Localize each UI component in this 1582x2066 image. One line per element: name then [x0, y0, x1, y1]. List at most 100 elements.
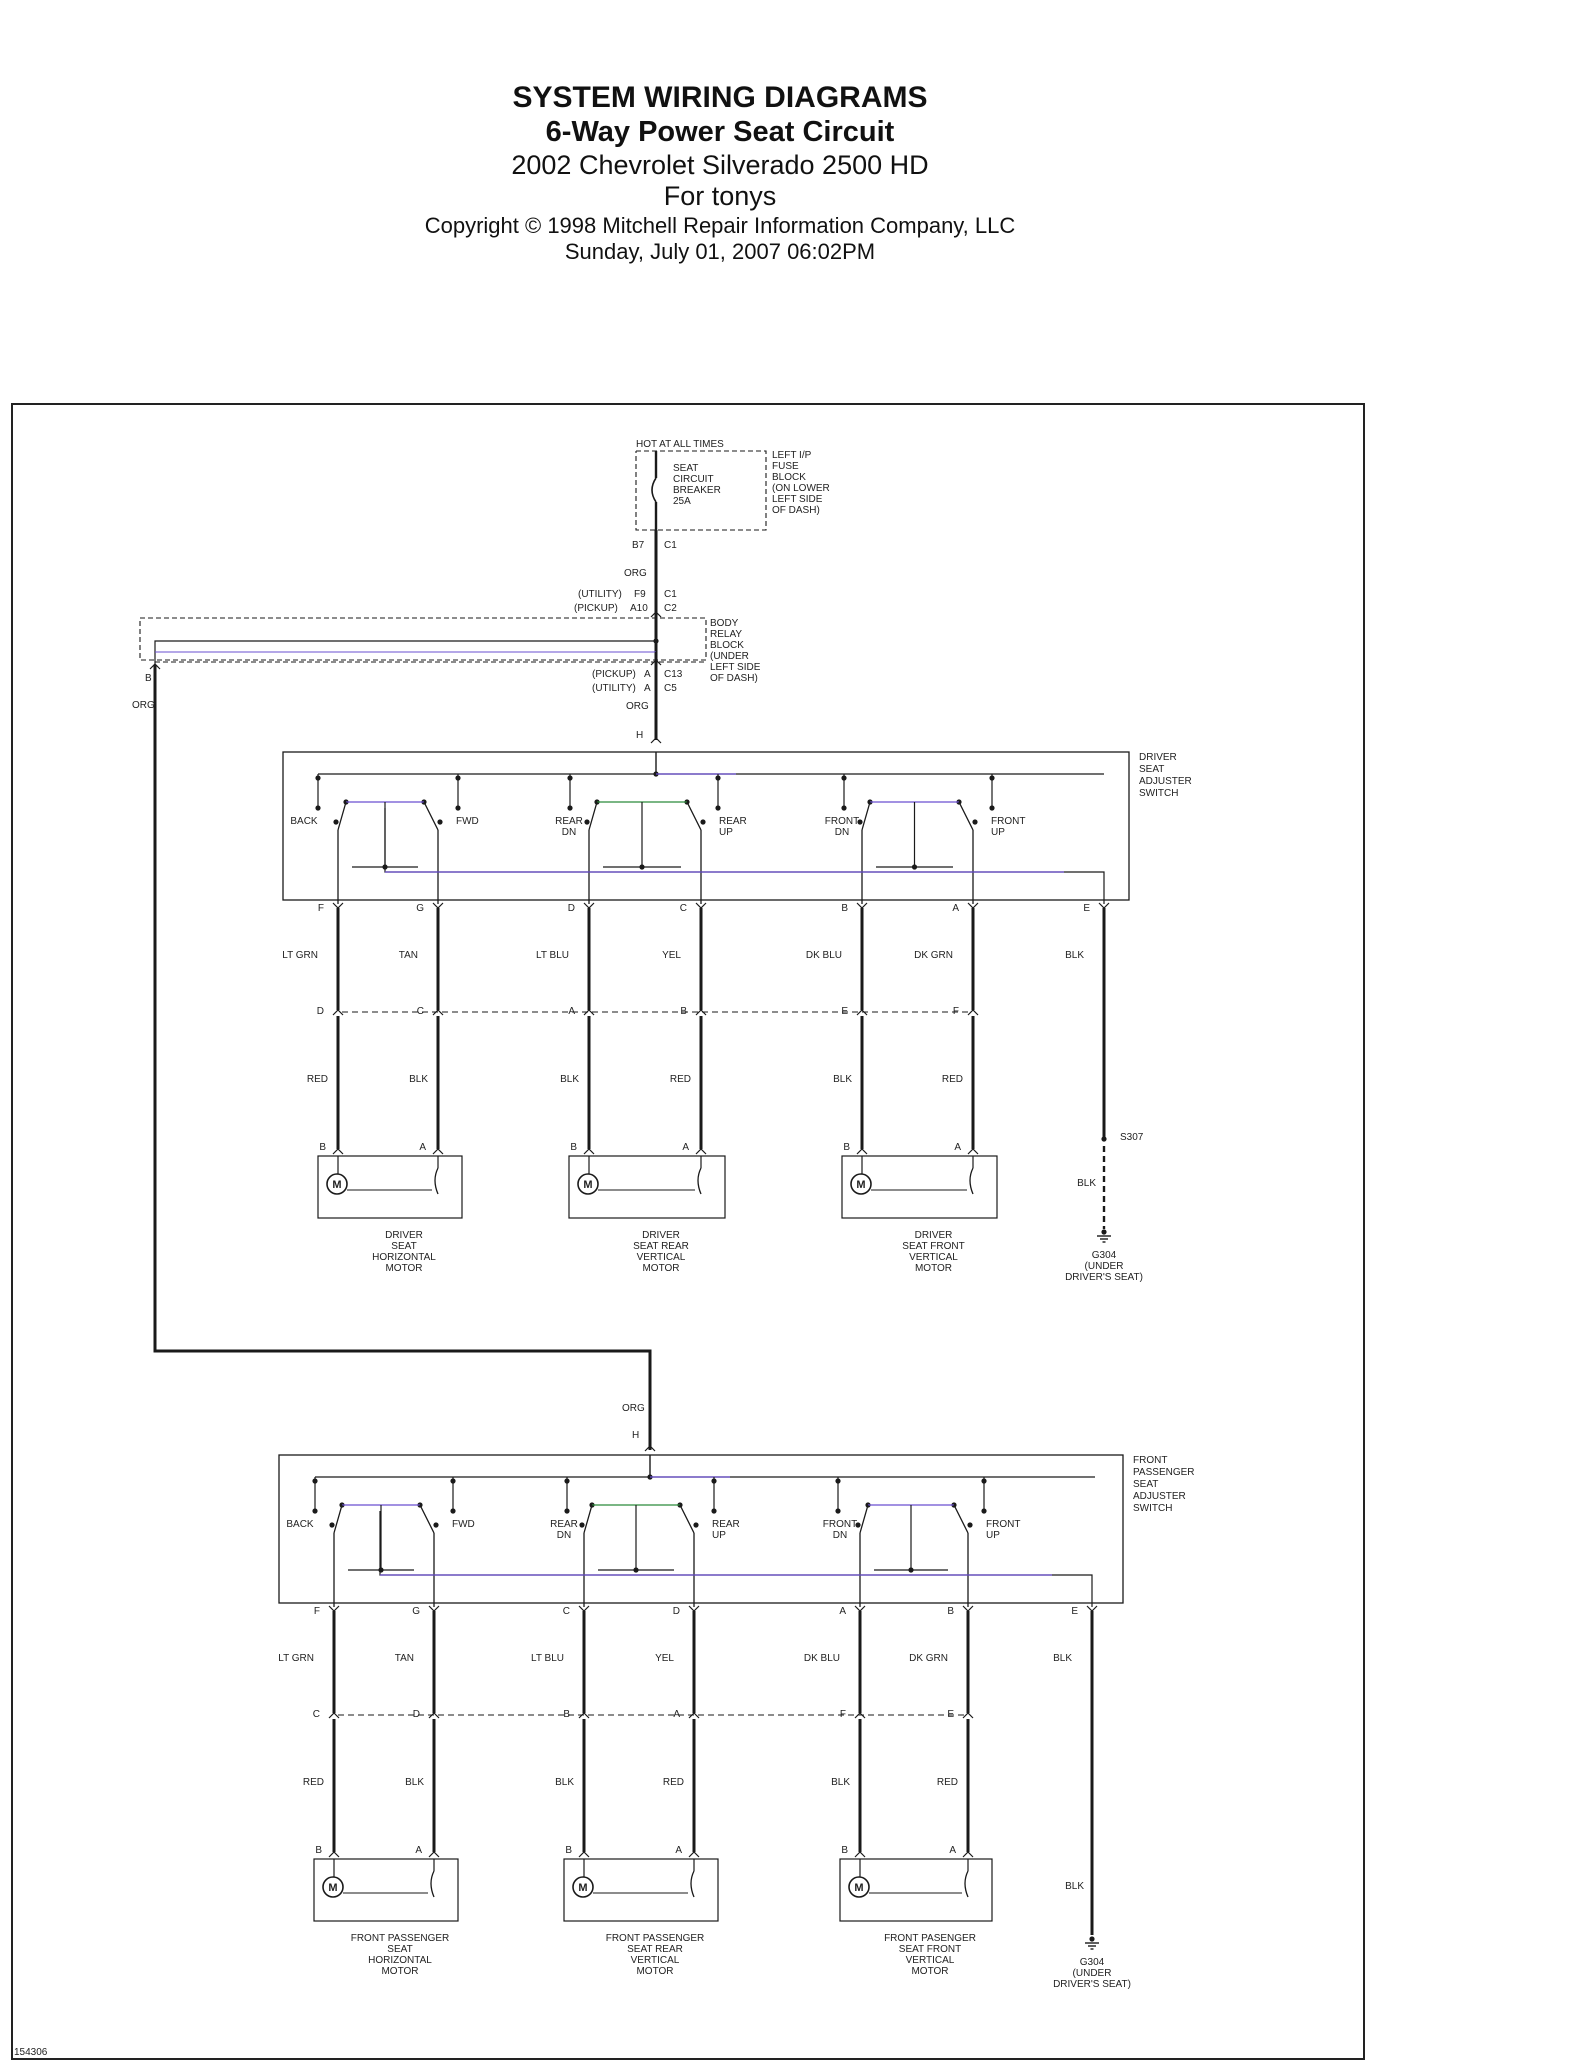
ground-label: G304 [1092, 1250, 1117, 1261]
wire-color-label: ORG [622, 1403, 645, 1414]
motor-label: MOTOR [911, 1966, 948, 1977]
motor-connector [332, 1148, 344, 1155]
pin-label: H [636, 730, 643, 741]
pin-label: F [314, 1606, 320, 1617]
pin-label: E [947, 1709, 954, 1720]
pin-label: A [644, 683, 651, 694]
wire-color-label: RED [307, 1074, 328, 1085]
header-title: SYSTEM WIRING DIAGRAMS [512, 81, 928, 114]
motor-housing [841, 1155, 998, 1219]
ground-symbol [1085, 1936, 1099, 1950]
fuse-block-label: OF DASH) [772, 505, 820, 516]
switch-label: ADJUSTER [1133, 1491, 1186, 1502]
switch-contact [584, 819, 590, 825]
switch-position-label: DN [557, 1530, 571, 1541]
motor-letter: M [332, 1179, 341, 1191]
pin-label: A [839, 1606, 846, 1617]
pin-label: B [947, 1606, 954, 1617]
switch-contact [433, 1522, 439, 1528]
wire-color-label: RED [942, 1074, 963, 1085]
motor-housing [317, 1155, 463, 1219]
wire-color-label: RED [303, 1777, 324, 1788]
inline-connector-pin [695, 1009, 707, 1016]
switch-label: PASSENGER [1133, 1467, 1195, 1478]
switch-arm [953, 1504, 969, 1534]
switch-label: SEAT [1133, 1479, 1158, 1490]
switch-position-label: BACK [290, 816, 318, 827]
switch-position-label: BACK [286, 1519, 314, 1530]
hot-at-all-times-label: HOT AT ALL TIMES [636, 439, 724, 450]
relay-block-label: BODY [710, 618, 739, 629]
fuse-block-label: LEFT SIDE [772, 494, 823, 505]
fuse-block-label: FUSE [772, 461, 799, 472]
fuse-block-outline [635, 450, 767, 531]
switch-arm [423, 801, 439, 831]
ground-label: DRIVER'S SEAT) [1065, 1272, 1143, 1283]
wire-color-label: DK GRN [914, 950, 953, 961]
motor-label: VERTICAL [637, 1252, 686, 1263]
switch-label: FRONT [1133, 1455, 1167, 1466]
switch-contact [981, 1508, 987, 1514]
switch-pole-group: BACK FWD [290, 799, 479, 904]
pin-label: A [682, 1142, 689, 1153]
option-label: (UTILITY) [578, 589, 622, 600]
pin-label: B [570, 1142, 577, 1153]
switch-label: DRIVER [1139, 752, 1177, 763]
wire-color-label: LT BLU [536, 950, 569, 961]
breaker-label: CIRCUIT [673, 474, 714, 485]
switch-position-label: FRONT [825, 816, 859, 827]
relay-block-outline [139, 617, 707, 661]
wire-color-label: BLK [831, 1777, 850, 1788]
relay-block-label: BLOCK [710, 640, 744, 651]
motor-letter: M [328, 1882, 337, 1894]
pin-label: D [317, 1006, 324, 1017]
relay-output-connector [650, 659, 662, 666]
splice-label: S307 [1120, 1132, 1144, 1143]
diagram-code: 154306 [14, 2047, 48, 2058]
motor-label: MOTOR [385, 1263, 422, 1274]
switch-position-label: FRONT [823, 1519, 857, 1530]
motor-label: SEAT REAR [627, 1944, 683, 1955]
pin-label: G [416, 903, 424, 914]
switch-contact [567, 805, 573, 811]
motor-label: MOTOR [636, 1966, 673, 1977]
motor-housing [563, 1858, 719, 1922]
pin-label: A [419, 1142, 426, 1153]
motor-label: VERTICAL [909, 1252, 958, 1263]
wire-color-label: YEL [662, 950, 681, 961]
switch-contact [855, 1522, 861, 1528]
motor-letter: M [854, 1882, 863, 1894]
inline-connector-pin [962, 1712, 974, 1719]
switch-housing [278, 1454, 1124, 1604]
pin-label: F9 [634, 589, 646, 600]
motor-label: DRIVER [915, 1230, 953, 1241]
motor-connector [328, 1851, 340, 1858]
wire-color-label: LT BLU [531, 1653, 564, 1664]
switch-contact [711, 1508, 717, 1514]
motor-limit-switch [690, 1870, 695, 1898]
motor-label: VERTICAL [631, 1955, 680, 1966]
inline-connector-pin [428, 1712, 440, 1719]
wire-color-label: DK BLU [806, 950, 842, 961]
switch-position-label: UP [712, 1530, 726, 1541]
wire-color-label: YEL [655, 1653, 674, 1664]
header-copyright: Copyright © 1998 Mitchell Repair Informa… [424, 213, 1016, 239]
switch-position-label: FWD [456, 816, 479, 827]
pin-label: B [319, 1142, 326, 1153]
motor-label: SEAT REAR [633, 1241, 689, 1252]
inline-connector-pin [578, 1712, 590, 1719]
pin-label: E [1071, 1606, 1078, 1617]
inline-connector-pin [688, 1712, 700, 1719]
motor-limit-switch [697, 1167, 702, 1195]
motor-letter: M [856, 1179, 865, 1191]
motor-icon [572, 1876, 594, 1898]
pin-label: B [565, 1845, 572, 1856]
wire-color-label: BLK [833, 1074, 852, 1085]
fuse-block-label: (ON LOWER [772, 483, 830, 494]
pin-label: C [563, 1606, 570, 1617]
motor-label: SEAT FRONT [902, 1241, 964, 1252]
